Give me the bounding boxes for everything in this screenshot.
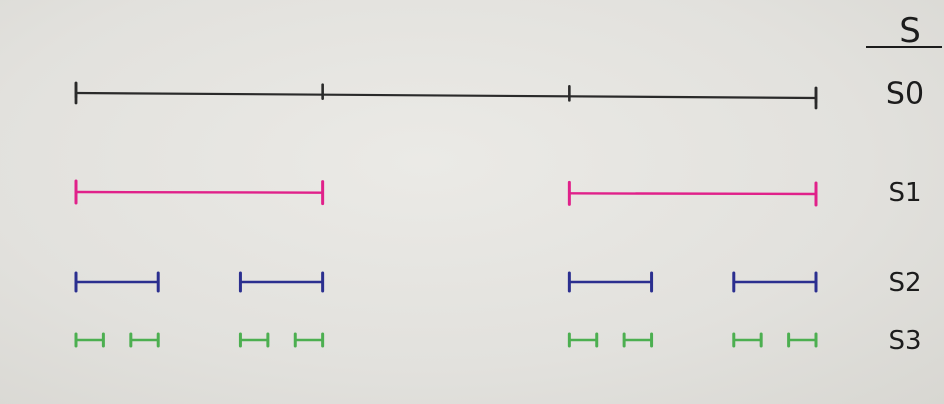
level-2: S2 xyxy=(74,268,922,298)
header-label: S xyxy=(899,11,921,51)
level-3-segment-3 xyxy=(293,332,325,348)
level-label: S2 xyxy=(888,268,921,298)
level-3-segment-7 xyxy=(787,332,818,348)
level-1: S1 xyxy=(74,178,922,208)
segment-line xyxy=(74,91,818,100)
level-3-segment-5 xyxy=(622,332,654,348)
level-3-segment-0 xyxy=(74,332,105,348)
level-3-segment-4 xyxy=(567,332,599,348)
segment-line xyxy=(74,190,324,194)
level-2-segment-0 xyxy=(74,271,160,293)
level-2-segment-3 xyxy=(732,271,818,293)
level-2-segment-2 xyxy=(567,271,654,293)
level-label: S1 xyxy=(888,178,921,208)
level-2-segment-1 xyxy=(238,271,325,293)
level-3-segment-1 xyxy=(129,332,160,348)
level-1-segment-0 xyxy=(74,179,325,206)
segment-line xyxy=(568,192,818,196)
level-1-segment-1 xyxy=(567,180,818,207)
level-3: S3 xyxy=(74,326,922,356)
level-0: S0 xyxy=(74,77,924,112)
level-0-segment-0 xyxy=(74,81,818,110)
level-label: S0 xyxy=(886,77,924,112)
level-3-segment-2 xyxy=(238,332,270,348)
level-label: S3 xyxy=(888,326,921,356)
level-3-segment-6 xyxy=(732,332,763,348)
